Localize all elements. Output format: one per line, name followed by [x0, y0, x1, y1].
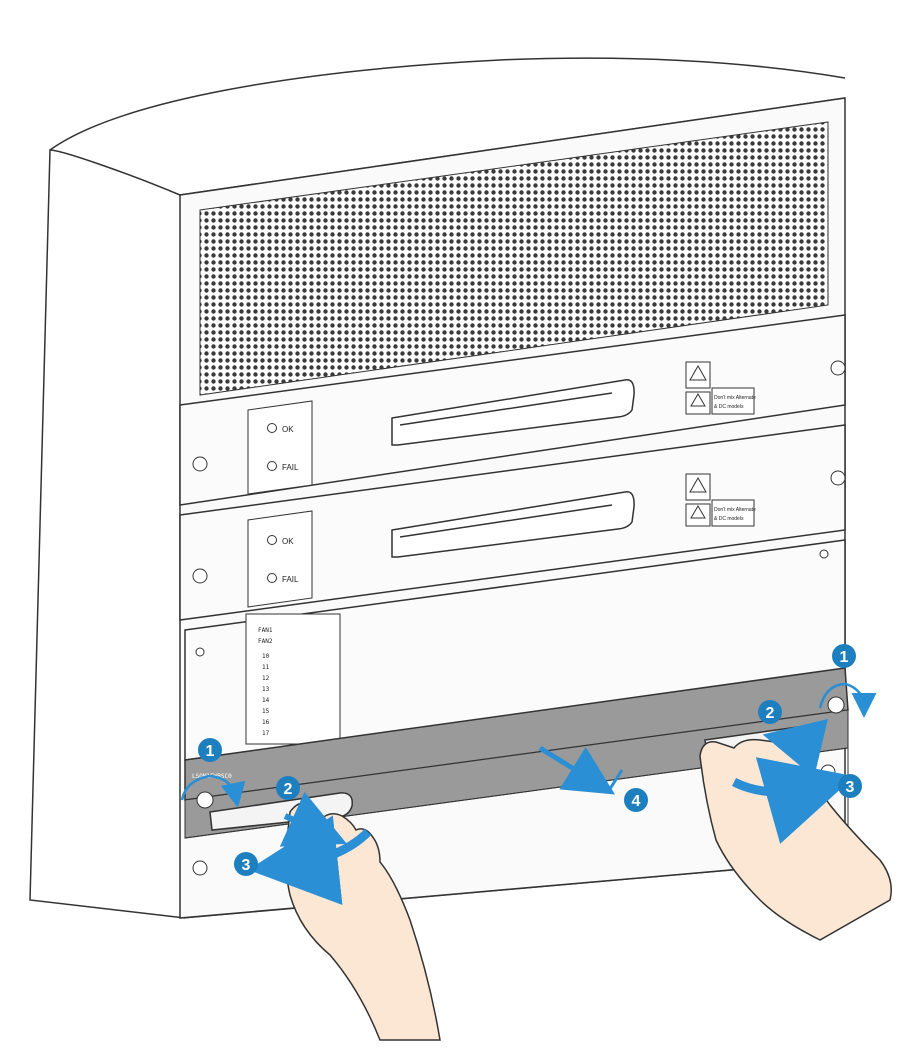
svg-text:1: 1	[840, 649, 849, 666]
caution-triangle-icon	[690, 393, 706, 407]
slot-label: 15	[262, 708, 270, 715]
slot-label: 14	[262, 697, 270, 704]
slot-label: 10	[262, 653, 270, 660]
warning-labels: Don't mix Alternate & DC models	[685, 361, 756, 415]
slot-label: 13	[262, 686, 270, 693]
captive-screw-icon[interactable]	[830, 470, 846, 486]
captive-screw-icon[interactable]	[196, 791, 214, 809]
captive-screw-icon[interactable]	[827, 696, 845, 714]
svg-text:2: 2	[284, 781, 293, 798]
led-fail-label: FAIL	[282, 463, 299, 472]
step-badge-1-left: 1	[198, 738, 222, 762]
motion-arrows	[180, 682, 877, 905]
fail-led-indicator	[267, 573, 277, 583]
power-supply-module-2: OK FAIL Don't mix Alternate & DC models	[179, 424, 846, 621]
warning-triangle-icon	[689, 476, 707, 493]
step-badge-4: 4	[624, 788, 648, 812]
step-badge-2-right: 2	[758, 700, 782, 724]
slot-label: 12	[262, 675, 270, 682]
warning-text-2: & DC models	[714, 404, 744, 410]
led-ok-label: OK	[282, 537, 294, 546]
slot-label: 17	[262, 730, 270, 737]
warning-text-1: Don't mix Alternate	[714, 395, 756, 401]
rotate-arrow-icon	[818, 682, 877, 718]
captive-screw-icon[interactable]	[192, 568, 208, 584]
svg-text:1: 1	[206, 743, 215, 760]
svg-text:4: 4	[632, 793, 641, 810]
step-badge-3-right: 3	[838, 774, 862, 798]
svg-text:3: 3	[846, 779, 855, 796]
slot-label: 11	[262, 664, 270, 671]
captive-screw-icon[interactable]	[820, 764, 836, 780]
swing-arrow-icon	[248, 815, 372, 905]
captive-screw-icon[interactable]	[192, 456, 208, 472]
slot-label: 16	[262, 719, 270, 726]
step-badge-1-right: 1	[832, 644, 856, 668]
led-fail-label: FAIL	[282, 575, 299, 584]
psu-handle[interactable]	[391, 379, 635, 446]
warning-labels: Don't mix Alternate & DC models	[685, 473, 756, 527]
power-supply-module-1: OK FAIL Don't mix Alternate & DC models	[179, 314, 846, 506]
pull-out-arrow-icon	[538, 745, 615, 795]
step-badge-2-left: 2	[276, 776, 300, 800]
slot-label: FAN1	[258, 627, 273, 634]
ventilation-grille	[199, 121, 829, 396]
warning-text-1: Don't mix Alternate	[714, 507, 756, 513]
caution-triangle-icon	[690, 505, 706, 519]
warning-text-2: & DC models	[714, 516, 744, 522]
led-ok-label: OK	[282, 425, 294, 434]
push-arrow-icon	[762, 719, 828, 778]
rotate-arrow-icon	[180, 774, 246, 808]
svg-text:2: 2	[766, 705, 775, 722]
captive-screw-icon[interactable]	[192, 860, 208, 876]
slot-label: FAN2	[258, 638, 273, 645]
right-hand	[699, 738, 892, 941]
ok-led-indicator	[267, 423, 277, 433]
captive-screw-icon[interactable]	[830, 360, 846, 376]
fail-led-indicator	[267, 461, 277, 471]
step-badge-3-left: 3	[234, 852, 258, 876]
svg-text:3: 3	[242, 857, 251, 874]
swing-arrow-icon	[731, 757, 855, 844]
slot-label-panel: FAN1 FAN2 10 11 12 13 14 15 16 17	[184, 539, 846, 761]
psu-handle[interactable]	[391, 491, 635, 558]
warning-triangle-icon	[689, 364, 707, 381]
ok-led-indicator	[267, 535, 277, 545]
